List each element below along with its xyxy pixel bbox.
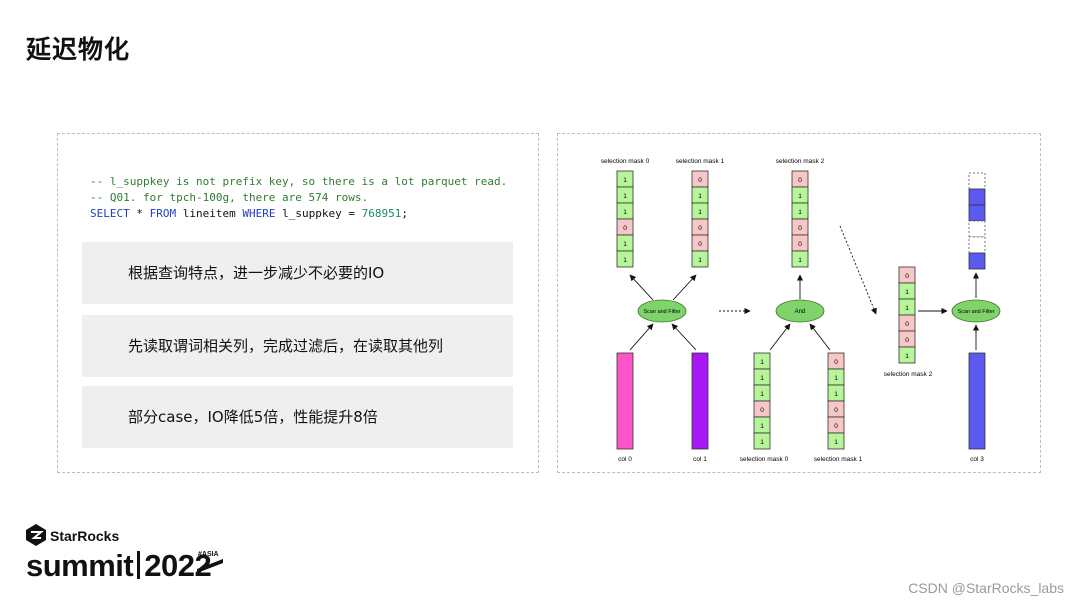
- col0-bar: [616, 352, 634, 450]
- code-star: *: [129, 207, 150, 220]
- label-selection-mask-2-right: selection mask 2: [884, 371, 933, 378]
- mask-top-2-cell: [791, 250, 809, 268]
- mask-right-2-cell: [898, 346, 916, 364]
- label-col1: col 1: [693, 456, 707, 463]
- mask-bottom-1-cell-value: 0: [834, 423, 838, 430]
- summit-year: 2022: [144, 548, 212, 583]
- mask-top-2-cell-value: 0: [798, 177, 802, 184]
- code-value: 768951: [361, 207, 402, 220]
- asia-tag: #ASIA: [198, 551, 219, 558]
- label-col0: col 0: [618, 456, 632, 463]
- code-condition: l_suppkey =: [275, 207, 362, 220]
- mask-bottom-0-cell-value: 1: [760, 423, 764, 430]
- code-keyword-where: WHERE: [242, 207, 276, 220]
- mask-column-bottom-0: 1 1 1 0 1 1: [753, 352, 771, 450]
- label-selection-mask-1-bottom: selection mask 1: [814, 456, 863, 463]
- summit-word: summit: [26, 548, 134, 583]
- mask-right-2-cell-value: 1: [905, 305, 909, 312]
- mask-bottom-1-cell-value: 1: [834, 439, 838, 446]
- mask-top-2-cell-value: 0: [798, 241, 802, 248]
- mask-bottom-0-cell-value: 1: [760, 359, 764, 366]
- mask-top-0-cell: [616, 250, 634, 268]
- scan-filter-node-left: Scan and Filter: [637, 299, 687, 323]
- mask-top-0-cell-value: 1: [623, 241, 627, 248]
- code-end: ;: [401, 207, 408, 220]
- csdn-watermark: CSDN @StarRocks_labs: [908, 580, 1064, 596]
- bullet-1: 根据查询特点，进一步减少不必要的IO: [82, 242, 513, 304]
- right-panel: selection mask 0 selection mask 1 select…: [557, 133, 1041, 473]
- mask-bottom-1-cell-value: 0: [834, 359, 838, 366]
- bullet-3: 部分case，IO降低5倍，性能提升8倍: [82, 386, 513, 448]
- bullet-2: 先读取谓词相关列，完成过滤后，在读取其他列: [82, 315, 513, 377]
- label-selection-mask-0-bottom: selection mask 0: [740, 456, 789, 463]
- mask-bottom-1-cell-value: 1: [834, 375, 838, 382]
- mask-top-0-cell-value: 1: [623, 193, 627, 200]
- mask-top-0-cell-value: 1: [623, 209, 627, 216]
- code-comment-1: -- l_suppkey is not prefix key, so there…: [90, 175, 508, 188]
- mask-top-0-cell-value: 1: [623, 257, 627, 264]
- arrows: [629, 225, 980, 351]
- col1-bar: [691, 352, 709, 450]
- mask-column-bottom-1: 0 1 1 0 0 1: [827, 352, 845, 450]
- starrocks-logo-icon: [26, 524, 46, 546]
- mask-bottom-0-cell-value: 1: [760, 375, 764, 382]
- brand-name: StarRocks: [50, 528, 120, 544]
- mask-top-2-cell-value: 1: [798, 193, 802, 200]
- mask-right-2-cell-value: 1: [905, 353, 909, 360]
- label-selection-mask-1-top: selection mask 1: [676, 158, 725, 165]
- code-table: lineitem: [176, 207, 243, 220]
- starrocks-summit-logo: StarRocks summit 2022 #ASIA: [26, 522, 236, 592]
- mask-column-top-1: 0 1 1 0 0 1: [691, 170, 709, 268]
- mask-top-1-cell-value: 1: [698, 257, 702, 264]
- code-comment-2: -- Q01. for tpch-100g, there are 574 row…: [90, 191, 369, 204]
- label-col3: col 3: [970, 456, 984, 463]
- mask-top-1-cell-value: 0: [698, 225, 702, 232]
- mask-top-2-cell-value: 1: [798, 209, 802, 216]
- mask-bottom-0-cell-value: 0: [760, 407, 764, 414]
- mask-column-right-2: 0 1 1 0 0 1: [898, 266, 916, 364]
- slide-title: 延迟物化: [26, 35, 131, 64]
- mask-right-2-cell-value: 0: [905, 321, 909, 328]
- late-materialization-diagram: selection mask 0 selection mask 1 select…: [601, 158, 1001, 463]
- mask-column-top-2: 0 1 1 0 0 1: [791, 170, 809, 268]
- mask-right-2-cell-value: 0: [905, 273, 909, 280]
- mask-top-1-cell-value: 0: [698, 177, 702, 184]
- mask-right-2-cell-value: 0: [905, 337, 909, 344]
- mask-top-0-cell-value: 1: [623, 177, 627, 184]
- label-selection-mask-2-top: selection mask 2: [776, 158, 825, 165]
- col3-result-column: [968, 172, 986, 270]
- and-node: And: [775, 299, 825, 323]
- mask-top-1-cell-value: 0: [698, 241, 702, 248]
- code-keyword-from: FROM: [149, 207, 177, 220]
- scan-filter-node-right: Scan and Filter: [951, 299, 1001, 323]
- mask-bottom-0-cell-value: 1: [760, 391, 764, 398]
- mask-column-top-0: 1 1 1 0 1 1: [616, 170, 634, 268]
- label-selection-mask-0-top: selection mask 0: [601, 158, 650, 165]
- summit-title: summit 2022: [26, 548, 212, 584]
- swoosh-icon: [197, 559, 223, 573]
- mask-bottom-1-cell-value: 1: [834, 391, 838, 398]
- code-keyword-select: SELECT: [90, 207, 130, 220]
- mask-right-2-cell-value: 1: [905, 289, 909, 296]
- scan-filter-label-right: Scan and Filter: [958, 309, 995, 315]
- mask-bottom-1-cell: [827, 432, 845, 450]
- mask-top-0-cell-value: 0: [623, 225, 627, 232]
- mask-top-1-cell-value: 1: [698, 209, 702, 216]
- sql-code-block: -- l_suppkey is not prefix key, so there…: [90, 174, 507, 222]
- mask-bottom-0-cell: [753, 432, 771, 450]
- mask-top-2-cell-value: 1: [798, 257, 802, 264]
- mask-top-1-cell-value: 1: [698, 193, 702, 200]
- mask-top-1-cell: [691, 250, 709, 268]
- and-label: And: [795, 309, 806, 315]
- col3-bar: [968, 352, 986, 450]
- scan-filter-label-left: Scan and Filter: [644, 309, 681, 315]
- mask-bottom-1-cell-value: 0: [834, 407, 838, 414]
- left-panel: -- l_suppkey is not prefix key, so there…: [57, 133, 539, 473]
- mask-bottom-0-cell-value: 1: [760, 439, 764, 446]
- mask-top-2-cell-value: 0: [798, 225, 802, 232]
